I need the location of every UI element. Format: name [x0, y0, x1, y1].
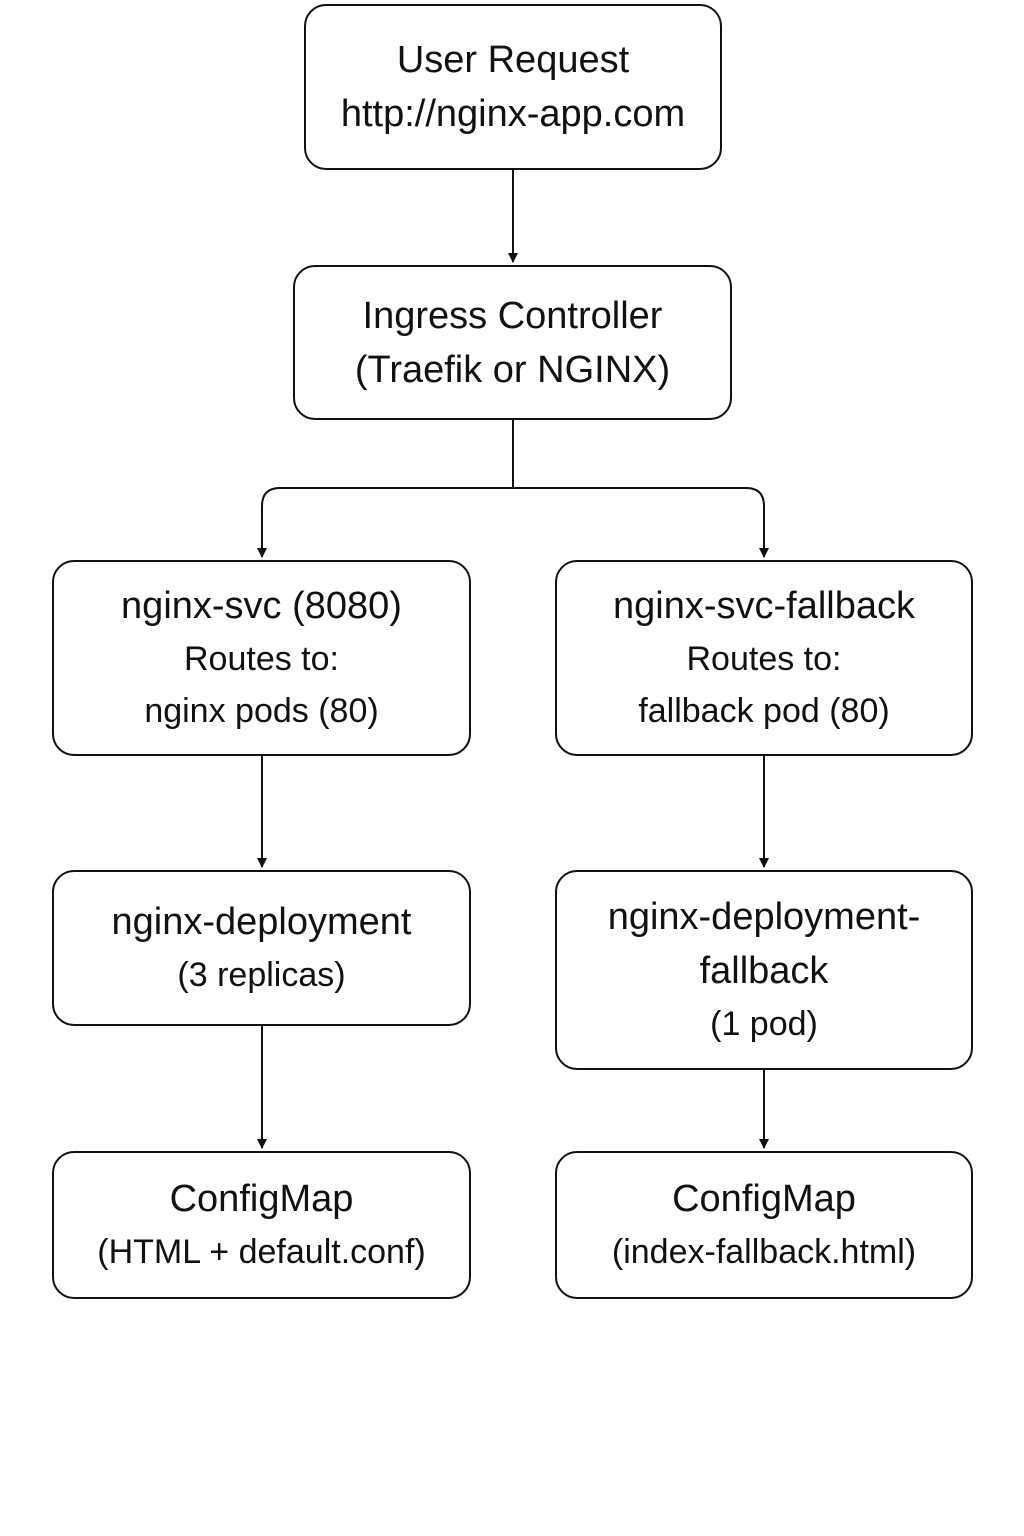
- arrow-ingress-to-nginx-svc-fallback: [513, 487, 769, 558]
- configmap-fallback-title: ConfigMap: [672, 1178, 856, 1220]
- nginx-svc-target: nginx pods (80): [144, 692, 379, 730]
- user-request-node: User Request http://nginx-app.com: [304, 4, 722, 170]
- configmap-fallback-node: ConfigMap (index-fallback.html): [555, 1151, 973, 1299]
- user-request-url: http://nginx-app.com: [340, 93, 686, 135]
- nginx-deployment-title: nginx-deployment: [111, 901, 412, 943]
- nginx-deployment-node: nginx-deployment (3 replicas): [52, 870, 471, 1026]
- nginx-svc-fallback-target: fallback pod (80): [638, 692, 890, 730]
- nginx-deployment-fallback-title-line2: fallback: [699, 950, 829, 992]
- nginx-deployment-fallback-title-line1: nginx-deployment-: [607, 896, 921, 938]
- nginx-svc-node: nginx-svc (8080) Routes to: nginx pods (…: [52, 560, 471, 756]
- nginx-deployment-fallback-pods: (1 pod): [710, 1005, 818, 1043]
- configmap-contents: (HTML + default.conf): [97, 1233, 426, 1271]
- nginx-svc-fallback-title: nginx-svc-fallback: [613, 585, 915, 627]
- ingress-controller-title: Ingress Controller: [362, 294, 663, 337]
- configmap-fallback-contents: (index-fallback.html): [611, 1233, 917, 1271]
- nginx-svc-fallback-routes-label: Routes to:: [686, 640, 842, 678]
- configmap-title: ConfigMap: [169, 1178, 354, 1220]
- nginx-deployment-replicas: (3 replicas): [177, 956, 346, 994]
- user-request-title: User Request: [396, 39, 630, 81]
- ingress-controller-node: Ingress Controller (Traefik or NGINX): [293, 265, 732, 420]
- configmap-node: ConfigMap (HTML + default.conf): [52, 1151, 471, 1299]
- nginx-deployment-fallback-node: nginx-deployment- fallback (1 pod): [555, 870, 973, 1070]
- arrow-ingress-to-nginx-svc: [257, 487, 513, 558]
- ingress-controller-subtitle: (Traefik or NGINX): [354, 348, 671, 391]
- nginx-svc-title: nginx-svc (8080): [121, 585, 402, 627]
- nginx-svc-routes-label: Routes to:: [184, 640, 339, 678]
- nginx-svc-fallback-node: nginx-svc-fallback Routes to: fallback p…: [555, 560, 973, 756]
